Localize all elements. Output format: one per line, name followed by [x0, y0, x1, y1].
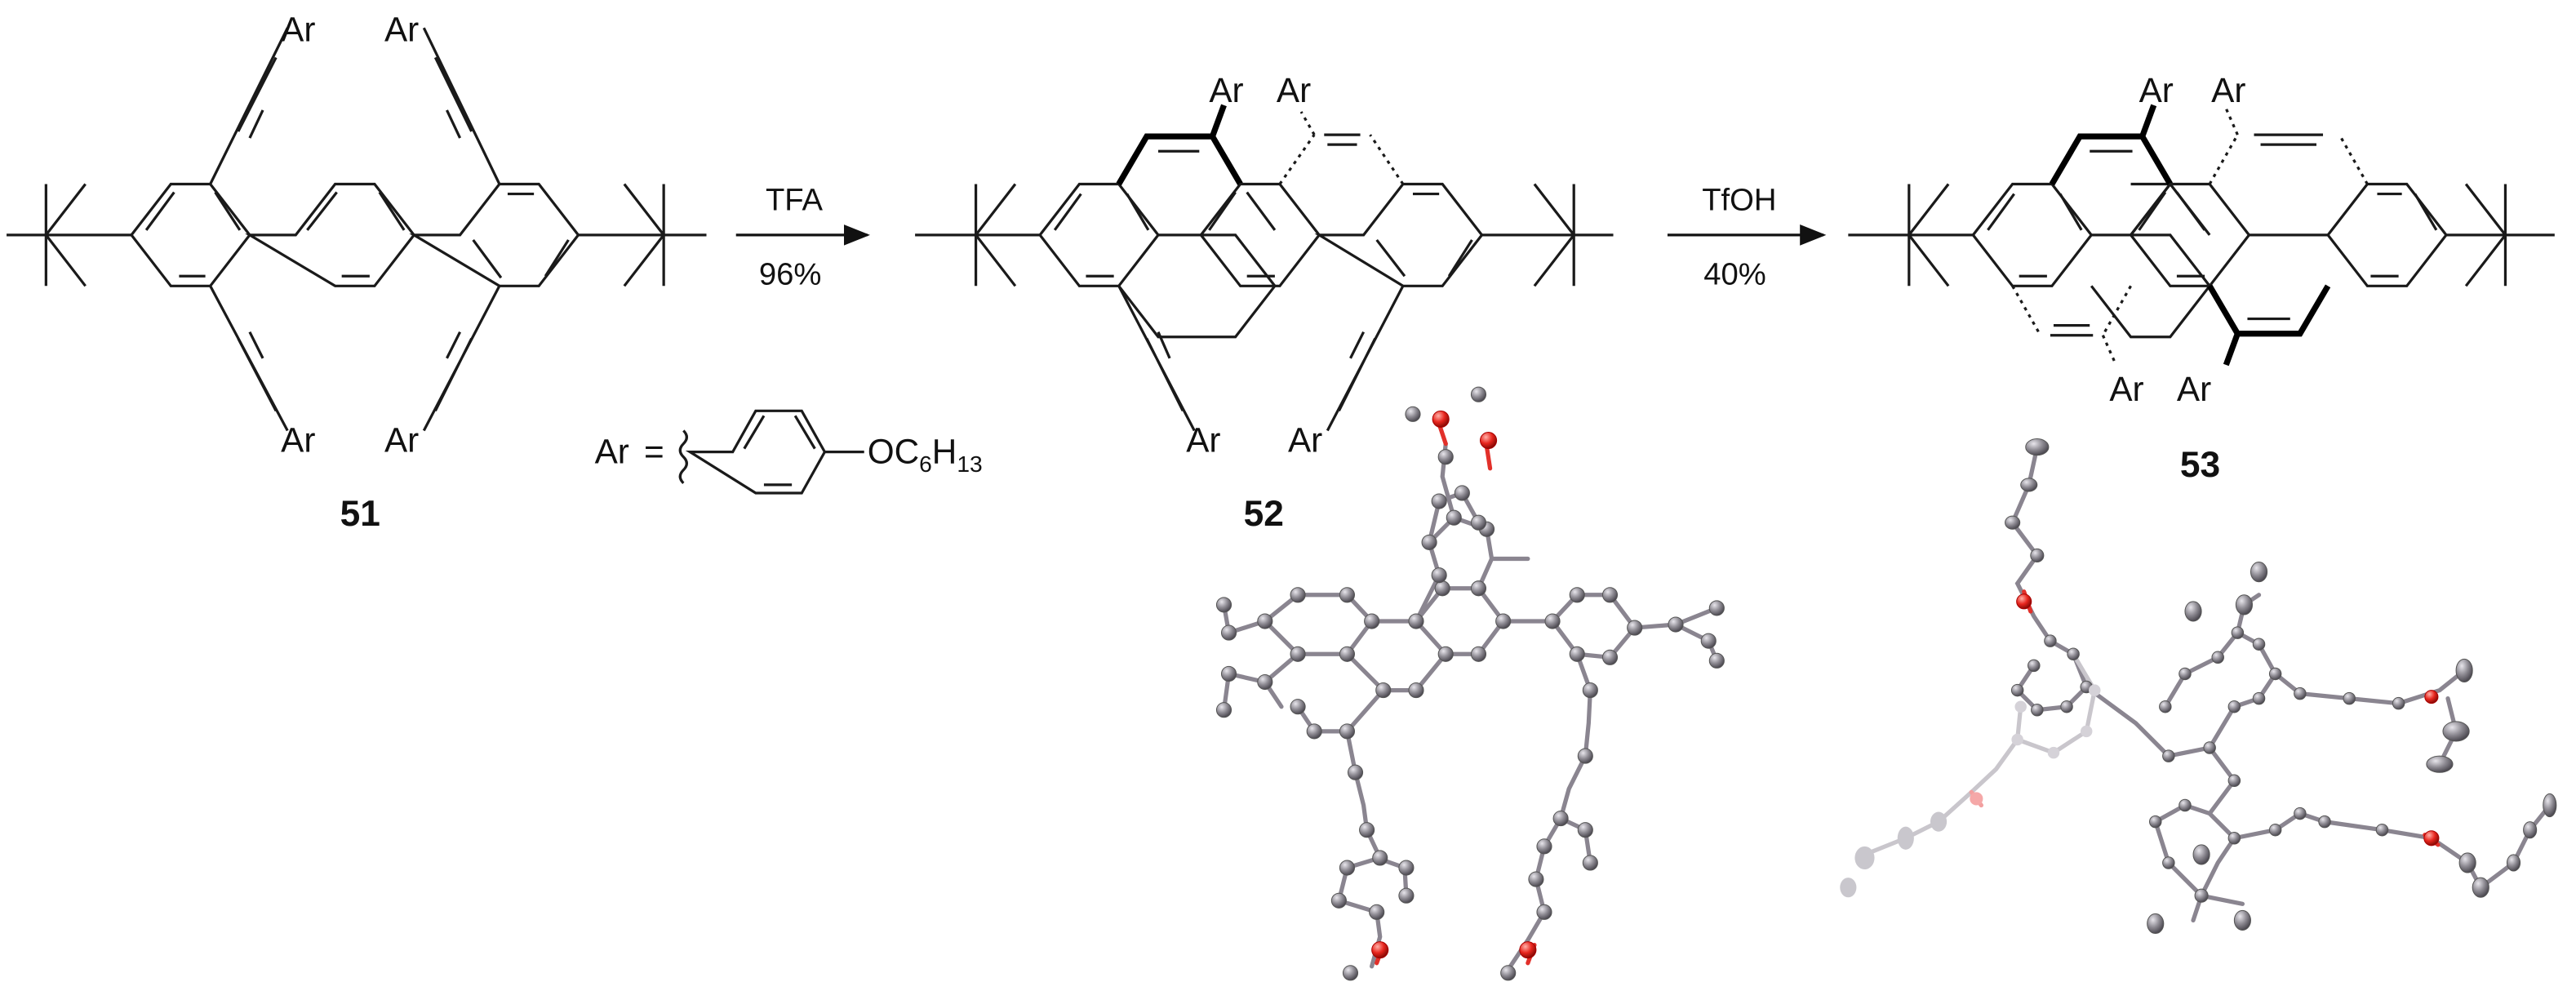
ar-label: Ar: [2109, 370, 2143, 408]
ar-definition: Ar = OC6H13: [595, 409, 983, 495]
compound-51-structure: Ar Ar Ar Ar: [7, 10, 707, 460]
compound-label-51: 51: [340, 494, 380, 534]
wavy-bond-icon: [678, 429, 688, 485]
ar-label: Ar: [1186, 421, 1220, 460]
ar-label: Ar: [384, 421, 419, 460]
crystal-structure-52: [1215, 386, 1725, 981]
reagent-tfa: TFA: [766, 183, 824, 218]
ar-label: Ar: [1288, 421, 1322, 460]
reagent-tfoh: TfOH: [1702, 183, 1776, 218]
ar-label: Ar: [1277, 71, 1311, 109]
hexyloxy-group: OC6H13: [868, 433, 983, 477]
ar-label: Ar: [384, 10, 419, 48]
ar-label: Ar: [1209, 71, 1243, 109]
tbu-left-51: [7, 184, 132, 287]
ar-label: Ar: [2177, 370, 2211, 408]
reaction-arrow-1: TFA 96%: [735, 183, 870, 291]
yield-96: 96%: [759, 256, 822, 291]
ar-label: Ar: [2211, 71, 2245, 109]
ar-label: Ar: [2139, 71, 2174, 109]
yield-40: 40%: [1703, 256, 1766, 291]
compound-53-structure: Ar Ar Ar Ar: [1848, 71, 2555, 408]
equals-sign: =: [644, 433, 664, 471]
reaction-arrow-2: TfOH 40%: [1667, 183, 1827, 291]
ar-definition-lhs: Ar: [595, 433, 629, 471]
crystal-structure-53: [1840, 438, 2557, 935]
compound-label-52: 52: [1244, 494, 1284, 534]
ar-label: Ar: [281, 421, 315, 460]
compound-52-structure: Ar Ar Ar Ar: [915, 71, 1614, 460]
ar-label: Ar: [281, 10, 315, 48]
compound-label-53: 53: [2180, 445, 2220, 485]
